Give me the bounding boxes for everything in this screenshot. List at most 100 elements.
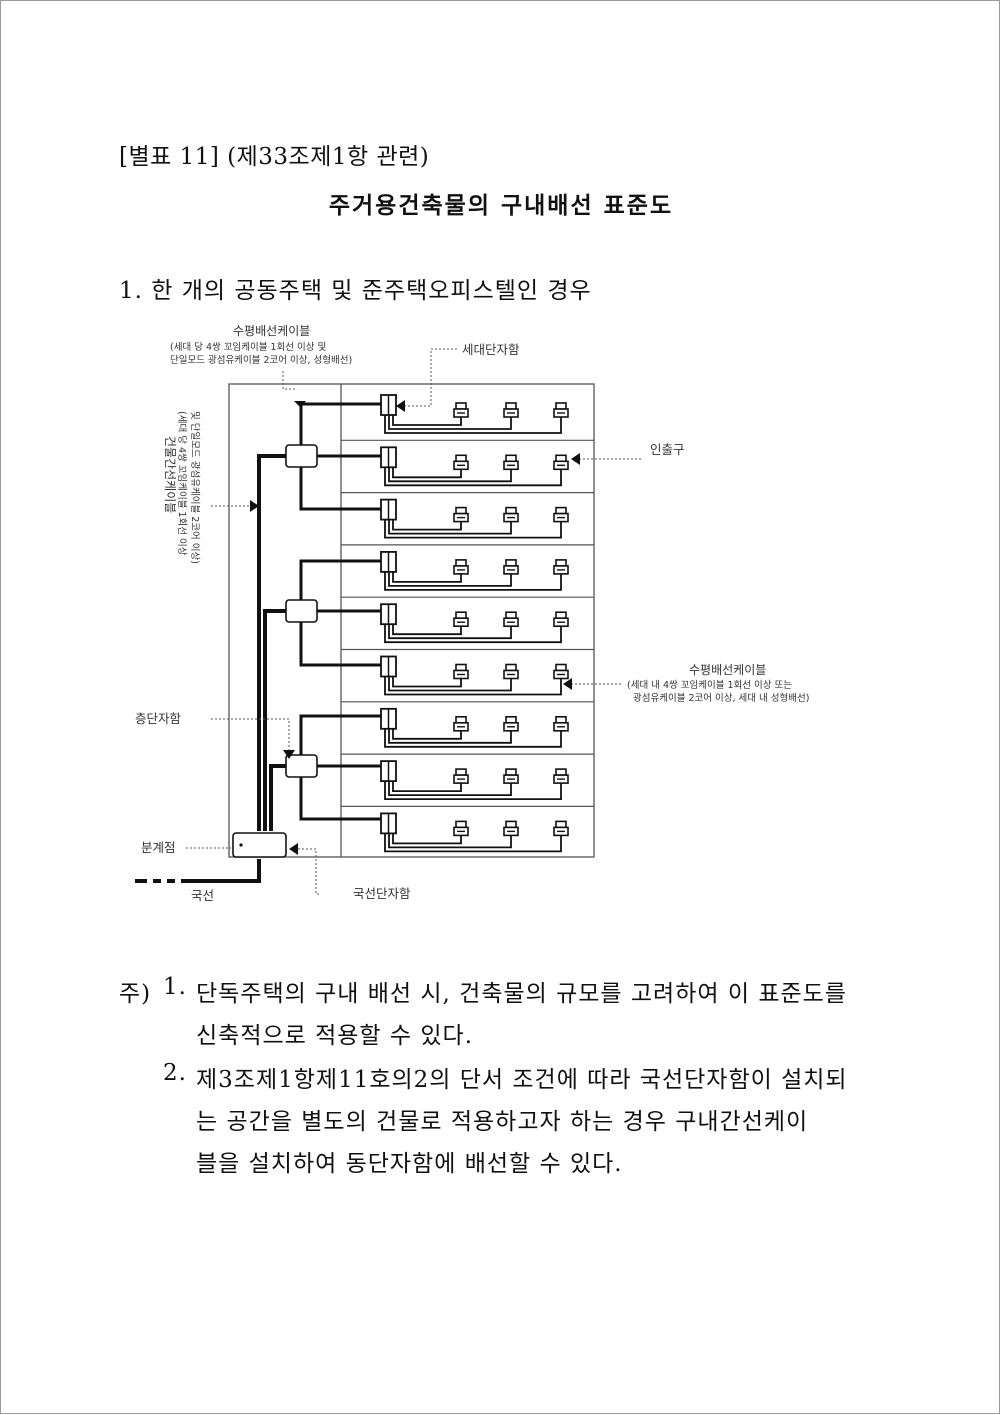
outlet-icon [453, 663, 469, 680]
outlet-icon [553, 820, 569, 837]
star-wiring [392, 624, 462, 636]
outlet-icon [553, 715, 569, 732]
trunk-risers [181, 454, 286, 883]
branch-lines [299, 402, 381, 821]
outlet-icon [553, 768, 569, 784]
star-wiring [388, 728, 512, 744]
household-unit [380, 655, 569, 696]
star-wiring [392, 728, 462, 740]
star-wiring [384, 676, 562, 696]
household-units [380, 394, 569, 853]
star-wiring [384, 571, 562, 591]
star-wiring [392, 676, 462, 688]
note1-line1: 단독주택의 구내 배선 시, 건축물의 규모를 고려하여 이 표준도를 [196, 981, 847, 1007]
label-horizontal-cable-top-desc1: (세대 당 4쌍 꼬임케이블 1회선 이상 및 [170, 341, 327, 353]
label-trunk-cable: 건물간선케이블 [163, 436, 177, 513]
label-trunk-line: 국선 [191, 888, 214, 903]
household-unit [380, 812, 569, 853]
outlet-icon [553, 454, 569, 471]
star-wiring [384, 467, 562, 487]
outlet-icon [453, 715, 469, 732]
label-horizontal-cable-right: 수평배선케이블 [689, 663, 766, 677]
label-trunk-cable-desc1: (세대 당 4쌍 꼬임케이블 1회선 이상 [176, 411, 188, 556]
note2-line2: 는 공간을 별도의 건물로 적용하고자 하는 경우 구내간선케이 [196, 1109, 809, 1135]
star-wiring [392, 833, 462, 845]
note1-line2: 신축적으로 적용할 수 있다. [196, 1023, 474, 1049]
star-wiring [392, 415, 462, 426]
outlet-icon [503, 820, 519, 837]
notes-prefix: 주) [119, 981, 152, 1007]
star-wiring [384, 833, 562, 853]
outlet-icon [503, 663, 519, 680]
outlet-icon [503, 715, 519, 732]
label-outlet: 인출구 [650, 442, 685, 457]
label-horizontal-cable-right-desc2: 광섬유케이블 2코어 이상, 세대 내 성형배선) [633, 692, 809, 704]
annotation-leaders [186, 348, 641, 895]
building-outline [228, 383, 595, 858]
annex-header: [별표 11] (제33조제1항 관련) [119, 144, 430, 170]
star-wiring [388, 781, 512, 796]
outlet-icon [553, 663, 569, 680]
star-wiring [384, 519, 562, 539]
label-horizontal-cable-top: 수평배선케이블 [233, 324, 310, 338]
outlet-icon [503, 611, 519, 628]
star-wiring [384, 415, 562, 434]
note2-line1: 제3조제1항제11호의2의 단서 조건에 따라 국선단자함이 설치되 [196, 1067, 848, 1093]
outlet-icon [553, 611, 569, 628]
label-floor-terminal-box: 층단자함 [135, 711, 182, 726]
note1-number: 1. [163, 974, 187, 1000]
star-wiring [388, 467, 512, 483]
star-wiring [388, 519, 512, 535]
outlet-icon [453, 820, 469, 837]
outlet-icon [553, 559, 569, 575]
outlet-icon [453, 402, 469, 418]
label-trunk-cable-desc2: 및 단일모드 광섬유케이블 2코어 이상) [189, 411, 201, 564]
star-wiring [392, 571, 462, 583]
floor-terminal-boxes [285, 444, 318, 778]
star-wiring [392, 467, 462, 479]
star-wiring [388, 571, 512, 587]
unit-rows [341, 439, 594, 808]
household-unit [380, 551, 569, 591]
note2-number: 2. [163, 1060, 187, 1086]
outlet-icon [453, 611, 469, 628]
star-wiring [384, 624, 562, 644]
star-wiring [388, 415, 512, 430]
trunk-terminal-box [232, 832, 287, 858]
label-trunk-terminal-box: 국선단자함 [353, 886, 411, 901]
star-wiring [392, 519, 462, 531]
household-unit [380, 498, 569, 539]
star-wiring [388, 676, 512, 692]
label-household-terminal-box: 세대단자함 [462, 342, 520, 357]
outlet-icon [503, 559, 519, 575]
label-demarcation-point: 분계점 [141, 840, 176, 855]
outlet-icon [503, 506, 519, 523]
outlet-icon [453, 768, 469, 784]
section-title: 1. 한 개의 공동주택 및 준주택오피스텔인 경우 [119, 278, 592, 304]
outlet-icon [453, 454, 469, 471]
household-unit [380, 603, 569, 644]
star-wiring [388, 624, 512, 640]
document-title: 주거용건축물의 구내배선 표준도 [328, 192, 674, 219]
label-horizontal-cable-right-desc1: (세대 내 4쌍 꼬임케이블 1회선 이상 또는 [627, 679, 792, 691]
outlet-icon [503, 402, 519, 418]
outlet-icon [553, 402, 569, 418]
outlet-icon [553, 506, 569, 523]
outlet-icon [453, 559, 469, 575]
household-unit [380, 707, 569, 748]
household-unit [380, 394, 569, 434]
outlet-icon [503, 768, 519, 784]
trunk-terminal-dot [239, 843, 243, 847]
household-unit [380, 446, 569, 487]
star-wiring [384, 728, 562, 748]
outlet-icon [453, 506, 469, 523]
outlet-icon [503, 454, 519, 471]
star-wiring [384, 781, 562, 800]
star-wiring [392, 781, 462, 792]
note2-line3: 블을 설치하여 동단자함에 배선할 수 있다. [196, 1151, 623, 1177]
star-wiring [388, 833, 512, 849]
label-horizontal-cable-top-desc2: 단일모드 광섬유케이블 2코어 이상, 성형배선) [170, 354, 352, 366]
household-unit [380, 760, 569, 800]
